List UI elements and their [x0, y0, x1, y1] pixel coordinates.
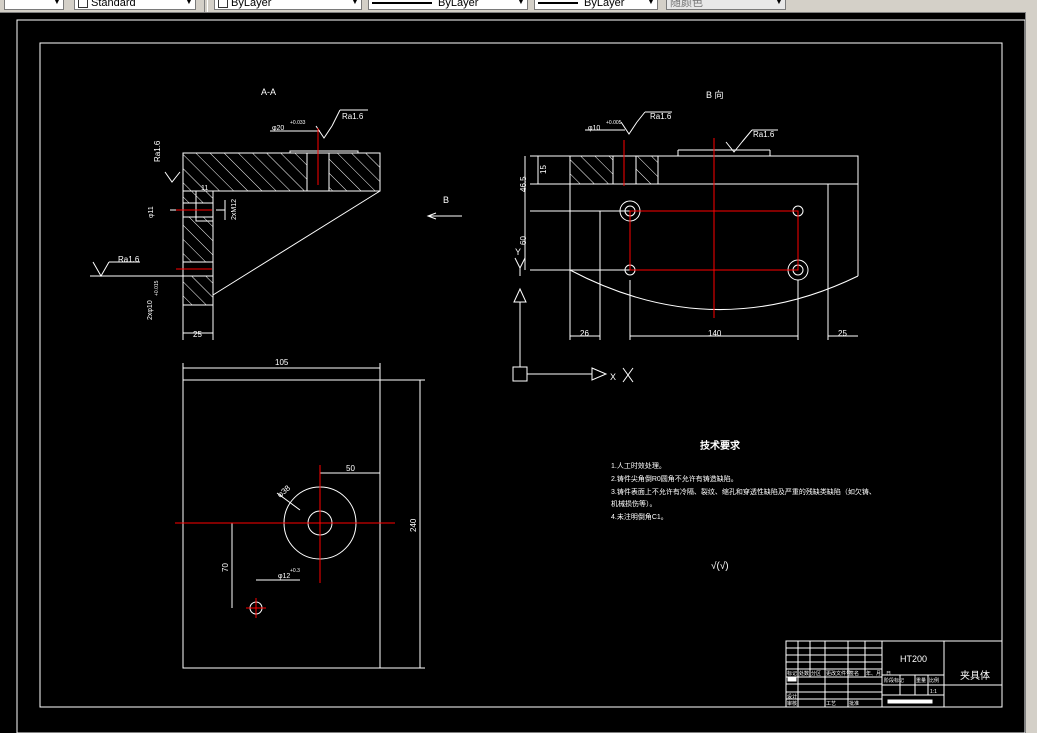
color-value: ByLayer: [231, 0, 272, 9]
plan-view: [182, 363, 425, 669]
dim-label: 25: [193, 330, 202, 339]
vertical-scrollbar[interactable]: [1025, 12, 1037, 733]
tb-ratio-label: 比例: [929, 677, 939, 684]
tb-approve-label: 批准: [849, 700, 859, 707]
tb-row-label: 更改文件号: [826, 670, 851, 677]
hole-tol: +0.005: [606, 120, 622, 126]
tb-row-label: 年、月、日: [866, 670, 891, 677]
section-view-aa: [90, 109, 381, 340]
drawing-border: [39, 42, 1003, 708]
previous-combo[interactable]: ▼: [4, 0, 64, 10]
textstyle-icon: [78, 0, 88, 9]
tech-item: 3.铸件表面上不允许有冷隔、裂纹、缩孔和穿透性缺陷及严重的残缺类缺陷（如欠铸、: [611, 487, 876, 496]
dim-label: φ38: [276, 483, 293, 499]
dim-label: 15: [539, 165, 548, 174]
text-style-combo[interactable]: Standard ▼: [74, 0, 196, 10]
tech-item: 2.铸件尖角倒R0圆角不允许有铸造缺陷。: [611, 474, 738, 483]
ucs-x-label: X: [610, 372, 616, 382]
dim-tol: +0.015: [154, 280, 160, 296]
roughness-note: √(√): [711, 560, 729, 572]
dim-label: 105: [275, 358, 289, 367]
properties-toolbar: ▼ Standard ▼ ByLayer ▼ ByLayer ▼ ByLayer…: [0, 0, 1037, 13]
dim-tol: +0.3: [290, 568, 300, 574]
lineweight-combo[interactable]: ByLayer ▼: [534, 0, 658, 10]
chevron-down-icon: ▼: [517, 0, 525, 6]
color-swatch-icon: [218, 0, 228, 9]
lineweight-value: ByLayer: [584, 0, 625, 9]
drawing-canvas[interactable]: A-A B 向 B Ra1.6 Ra1.6 Ra1.6 Ra1.6 Ra1.6 …: [0, 13, 1025, 733]
dim-label: 11: [201, 185, 208, 192]
dim-label: φ11: [148, 206, 155, 218]
chevron-down-icon: ▼: [53, 0, 61, 6]
chevron-down-icon: ▼: [351, 0, 359, 6]
plan-view-centerlines: [175, 465, 395, 618]
dim-label: 140: [708, 329, 722, 338]
part-name: 夹具体: [960, 669, 990, 682]
hole-tol: +0.033: [290, 120, 306, 126]
roughness-label: Ra1.6: [153, 140, 162, 162]
chevron-down-icon: ▼: [775, 0, 783, 6]
tb-row-label: 分区: [811, 670, 821, 677]
tb-check-label: 审核: [787, 700, 797, 707]
tech-item: 1.人工时效处理。: [611, 461, 666, 470]
tb-row-label: 处数: [799, 670, 809, 677]
ucs-y-label: Y: [515, 247, 521, 257]
roughness-label: Ra1.6: [650, 112, 672, 121]
linetype-sample-icon: [372, 2, 432, 5]
dim-label: 26: [580, 329, 589, 338]
roughness-label: Ra1.6: [118, 255, 140, 264]
tb-process-label: 工艺: [826, 701, 836, 707]
dim-label: 25: [838, 329, 847, 338]
plot-style-combo[interactable]: 随颜色 ▼: [666, 0, 786, 10]
text-style-value: Standard: [91, 0, 136, 9]
material-label: HT200: [900, 654, 927, 664]
linetype-value: ByLayer: [438, 0, 479, 9]
plot-style-value: 随颜色: [670, 0, 703, 9]
roughness-label: Ra1.6: [753, 130, 775, 139]
color-combo[interactable]: ByLayer ▼: [214, 0, 362, 10]
tech-item: 4.未注明倒角C1。: [611, 512, 668, 521]
linetype-combo[interactable]: ByLayer ▼: [368, 0, 528, 10]
dim-label: 60: [519, 236, 528, 245]
dim-label: 46.5: [519, 176, 528, 192]
toolbar-separator: [204, 0, 208, 12]
tb-design-label: 设计: [787, 693, 797, 700]
tb-weight-label: 重量: [916, 677, 926, 684]
chevron-down-icon: ▼: [185, 0, 193, 6]
dim-label: 240: [409, 518, 418, 532]
section-aa-centerlines: [176, 128, 319, 270]
tb-stage-label: 阶段标记: [884, 677, 904, 684]
lineweight-sample-icon: [538, 2, 578, 5]
ucs-icon: [512, 257, 634, 383]
dim-label: 70: [221, 563, 230, 572]
hole-dim: φ10: [588, 125, 600, 132]
dim-label: 50: [346, 464, 355, 473]
title-block: [785, 640, 1003, 708]
view-b-centerlines: [623, 138, 799, 318]
tb-row-label: 标记: [787, 670, 797, 677]
dim-label: φ12: [278, 573, 290, 580]
scale-value: 1:1: [930, 689, 937, 695]
arrow-b-label: B: [443, 195, 449, 205]
chevron-down-icon: ▼: [647, 0, 655, 6]
tb-row-label: 签名: [849, 670, 859, 677]
view-b: [524, 111, 859, 340]
outer-frame: [16, 19, 1025, 733]
tech-requirements-title: 技术要求: [700, 439, 741, 452]
roughness-label: Ra1.6: [342, 112, 364, 121]
tech-item: 机械损伤等）。: [611, 499, 657, 508]
dim-label: 2xM12: [231, 199, 238, 220]
dim-label: 2xφ10: [147, 300, 154, 320]
view-label: B 向: [706, 89, 724, 100]
hole-dim: φ20: [272, 125, 284, 132]
section-label: A-A: [261, 87, 276, 97]
